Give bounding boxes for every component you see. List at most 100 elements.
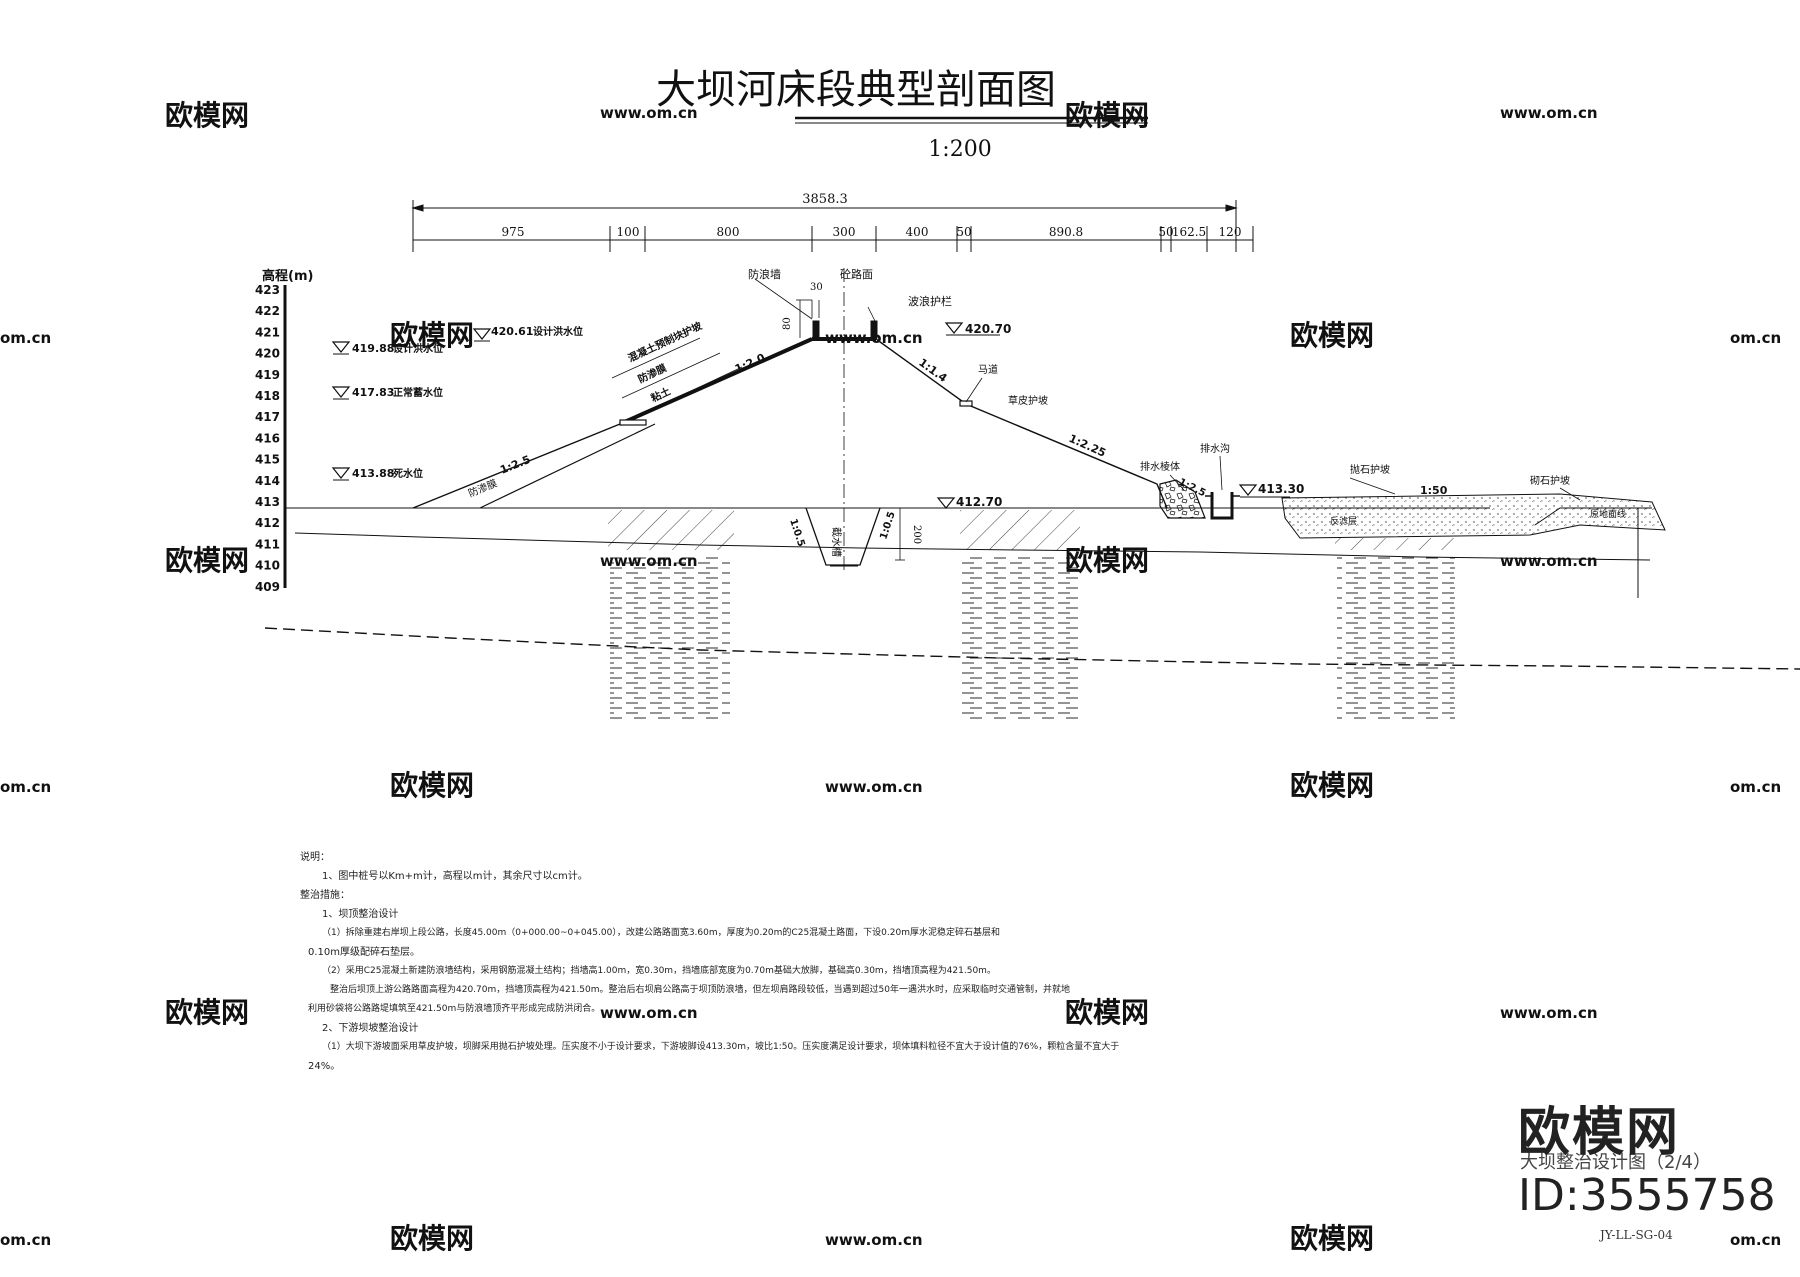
elevation-tick-label: 423 xyxy=(255,283,280,297)
watermark-site: om.cn xyxy=(0,778,51,796)
apron-protection-label: 抛石护坡 xyxy=(1350,463,1390,476)
river-protection-label: 砌石护坡 xyxy=(1530,474,1570,487)
apron-leader xyxy=(1349,477,1396,495)
segment-dimension: 50 xyxy=(956,225,971,239)
upstream-lining-label: 混凝土预制块护坡 xyxy=(626,319,705,365)
watermark-brand: 欧模网 xyxy=(165,996,249,1029)
downstream-apron xyxy=(1281,493,1666,598)
water-level-value: 419.88 xyxy=(352,342,394,355)
elevation-tick-label: 412 xyxy=(255,516,280,530)
elevation-tick-label: 417 xyxy=(255,410,280,424)
water-level-value: 420.61 xyxy=(491,325,533,338)
watermark-brand: 欧模网 xyxy=(390,1222,474,1255)
apron-slope: 1:50 xyxy=(1420,484,1448,497)
watermark-brand: 欧模网 xyxy=(1290,769,1374,802)
watermark-brand: 欧模网 xyxy=(1065,99,1149,132)
notes-line: 24%。 xyxy=(308,1061,341,1072)
watermark-brand: 欧模网 xyxy=(1290,1222,1374,1255)
segment-dimension: 300 xyxy=(833,225,856,239)
segment-dimension-labels: 975 100 800 300 400 50 890.8 50 162.5 12… xyxy=(502,225,1242,239)
toe-drain xyxy=(1159,479,1240,520)
trench-slope-right: 1:0.5 xyxy=(878,510,897,541)
watermark-site: www.om.cn xyxy=(1500,104,1598,122)
elevation-tick-label: 418 xyxy=(255,389,280,403)
berm-label: 马道 xyxy=(978,363,998,376)
trench-slope-left: 1:0.5 xyxy=(787,518,806,549)
wall-height-dimension: 80 xyxy=(782,317,793,330)
watermark-site: www.om.cn xyxy=(1500,1004,1598,1022)
toe-right-elevation-value: 413.30 xyxy=(1258,482,1304,496)
segment-dimension: 400 xyxy=(906,225,929,239)
upstream-leaders xyxy=(611,337,743,418)
crest-elevation-marker: 420.70 xyxy=(944,322,1011,336)
drawing-scale: 1:200 xyxy=(928,137,991,162)
elevation-tick-label: 414 xyxy=(255,474,280,488)
water-level-value: 413.88 xyxy=(352,467,394,480)
watermark-site: www.om.cn xyxy=(825,1231,923,1249)
notes-line: （2）采用C25混凝土新建防浪墙结构，采用钢筋混凝土结构；挡墙高1.00m，宽0… xyxy=(322,966,996,976)
notes-line: 1、坝顶整治设计 xyxy=(322,909,399,920)
segment-dimension-line xyxy=(413,226,1254,252)
elevation-tick-label: 422 xyxy=(255,304,280,318)
segment-dimension: 162.5 xyxy=(1172,225,1206,239)
berm-leader xyxy=(965,377,983,403)
overall-dimension xyxy=(411,200,1238,252)
segment-dimension: 800 xyxy=(717,225,740,239)
toe-right-elevation-marker: 413.30 xyxy=(1238,482,1304,498)
upstream-slope-lower: 1:2.5 xyxy=(498,453,532,477)
drawing-title: 大坝河床段典型剖面图 xyxy=(656,67,1056,113)
toe-leaders xyxy=(1169,455,1223,491)
fill-layer xyxy=(960,510,1080,550)
upstream-berm xyxy=(619,419,647,426)
toe-elevation-value: 412.70 xyxy=(956,495,1002,509)
water-level-label: 死水位 xyxy=(393,467,423,480)
watermark-site: om.cn xyxy=(0,1231,51,1249)
model-id: ID:3555758 xyxy=(1518,1170,1776,1221)
notes-line: （1）拆除重建右岸坝上段公路，长度45.00m（0+000.00~0+045.0… xyxy=(322,928,1000,938)
watermark-brand: 欧模网 xyxy=(165,99,249,132)
bedrock-layer xyxy=(610,557,730,722)
watermark-site: om.cn xyxy=(1730,1231,1781,1249)
watermark-brand: 欧模网 xyxy=(1065,996,1149,1029)
bedrock-layer xyxy=(962,557,1080,722)
wave-wall-label: 防浪墙 xyxy=(748,267,781,281)
notes-line: 整治后坝顶上游公路路面高程为420.70m，挡墙顶高程为421.50m。整治后右… xyxy=(330,985,1070,995)
downstream-protection-label: 草皮护坡 xyxy=(1008,394,1048,407)
toe-drain-label: 排水棱体 xyxy=(1140,460,1180,473)
water-level-symbol xyxy=(331,341,351,353)
trench-depth-dimension: 200 xyxy=(911,525,922,544)
watermark-site: www.om.cn xyxy=(1500,552,1598,570)
notes-line: 整治措施： xyxy=(300,890,350,901)
elevation-tick-label: 410 xyxy=(255,559,280,573)
apron-fill-label: 反滤层 xyxy=(1330,515,1357,527)
notes-line: 1、图中桩号以Km+m计，高程以m计，其余尺寸以cm计。 xyxy=(322,871,588,882)
segment-dimension: 50 xyxy=(1158,225,1173,239)
water-level-label: 设计洪水位 xyxy=(533,325,583,338)
design-notes: 说明： 1、图中桩号以Km+m计，高程以m计，其余尺寸以cm计。 整治措施： 1… xyxy=(300,848,1119,1076)
wall-width-dimension: 30 xyxy=(810,282,823,293)
elevation-tick-label: 416 xyxy=(255,431,280,445)
elevation-tick-label: 411 xyxy=(255,537,280,551)
river-protection-leader xyxy=(1559,487,1581,501)
elevation-tick-label: 413 xyxy=(255,495,280,509)
segment-dimension: 120 xyxy=(1219,225,1242,239)
overall-dimension-value: 3858.3 xyxy=(802,192,848,207)
watermark-brand: 欧模网 xyxy=(390,769,474,802)
cutoff-trench-label: 截水槽 xyxy=(830,527,843,557)
upstream-slope-upper: 1:2.0 xyxy=(733,351,767,376)
water-level-symbol xyxy=(331,467,351,479)
elevation-tick-label: 415 xyxy=(255,453,280,467)
elevation-axis-label: 高程(m) xyxy=(262,268,313,284)
watermark-site: www.om.cn xyxy=(600,104,698,122)
watermark-brand: 欧模网 xyxy=(165,544,249,577)
notes-heading: 说明： xyxy=(300,852,330,863)
elevation-tick-label: 421 xyxy=(255,325,280,339)
old-bank-label: 原地面线 xyxy=(1590,508,1626,520)
notes-line: 利用砂袋将公路路堤填筑至421.50m与防浪墙顶齐平形成完成防洪闭合。 xyxy=(308,1004,601,1014)
bedrock-layer xyxy=(1337,557,1455,722)
drawing-number: JY-LL-SG-04 xyxy=(1600,1228,1673,1242)
elevation-tick-label: 409 xyxy=(255,580,280,594)
downstream-berm xyxy=(959,400,973,407)
notes-line: 2、下游坝坡整治设计 xyxy=(322,1023,419,1034)
